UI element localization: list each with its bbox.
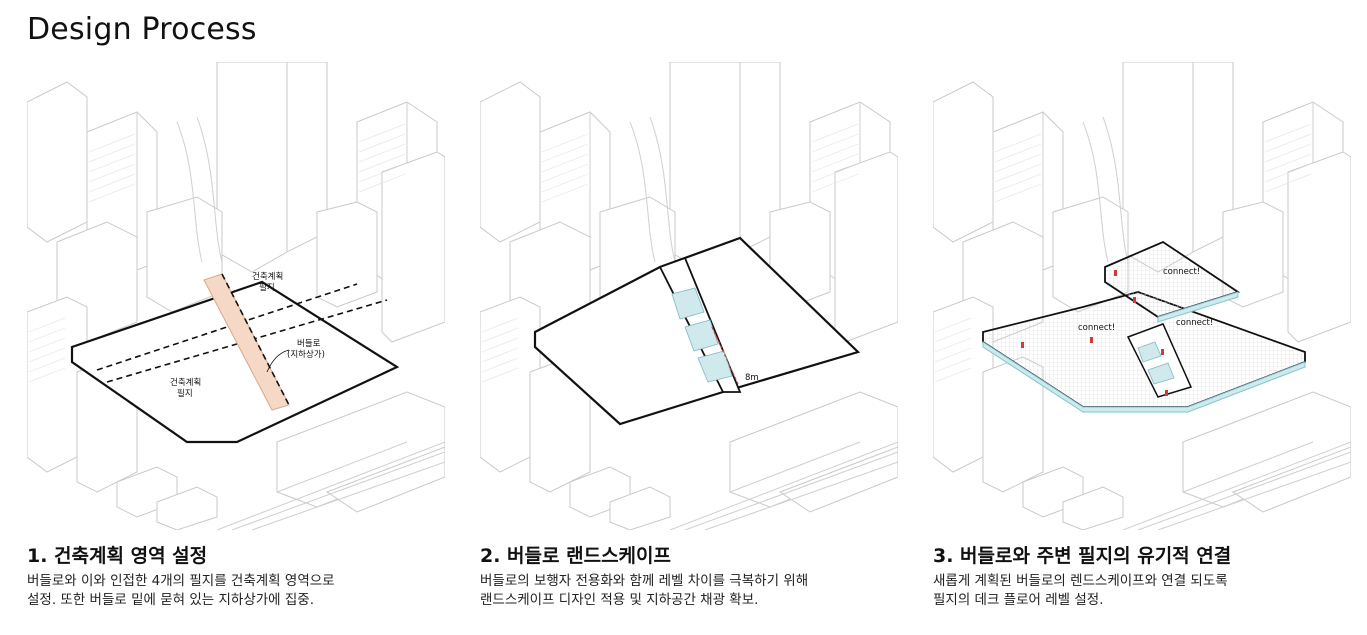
caption-body-3: 새롭게 계획된 버들로의 렌드스케이프와 연결 되도록 필지의 데크 플로어 레… (933, 572, 1228, 610)
stair-2 (684, 319, 719, 352)
label-road-2: (지하상가) (287, 349, 325, 360)
stair-1 (671, 287, 705, 320)
label-connect-c: connect! (1176, 318, 1213, 328)
label-connect-b: connect! (1078, 323, 1115, 333)
panel-3-svg: connect! connect! connect! (933, 62, 1351, 530)
page-title: Design Process (27, 12, 257, 47)
caption-body-2: 버들로의 보행자 전용화와 함께 레벨 차이를 극복하기 위해 랜드스케이프 디… (480, 572, 808, 610)
caption-1-line-1: 버들로와 이와 인접한 4개의 필지를 건축계획 영역으로 (27, 573, 335, 589)
site-outline-2 (533, 236, 861, 426)
label-plot-top-1: 건축계획 (252, 271, 283, 282)
caption-title-3: 3. 버들로와 주변 필지의 유기적 연결 (933, 545, 1232, 567)
caption-1-line-2: 설정. 또한 버들로 밑에 묻혀 있는 지하상가에 집중. (27, 592, 315, 608)
caption-3-line-1: 새롭게 계획된 버들로의 렌드스케이프와 연결 되도록 (933, 573, 1228, 589)
caption-title-1: 1. 건축계획 영역 설정 (27, 545, 208, 567)
stair-b (1147, 362, 1175, 385)
label-plot-bottom-2: 필지 (177, 388, 193, 399)
panel-3-diagram: connect! connect! connect! (933, 62, 1351, 530)
caption-body-1: 버들로와 이와 인접한 4개의 필지를 건축계획 영역으로 설정. 또한 버들로… (27, 572, 335, 610)
panel-2-diagram: 8m (480, 62, 898, 530)
deck-plots (982, 240, 1306, 413)
caption-2-line-2: 랜드스케이프 디자인 적용 및 지하공간 채광 확보. (480, 592, 759, 608)
label-plot-bottom-1: 건축계획 (170, 377, 201, 388)
caption-title-2: 2. 버들로 랜드스케이프 (480, 545, 671, 567)
svg-text:버들로(지하상가): 버들로(지하상가) (287, 338, 325, 360)
site-outline-1 (70, 273, 400, 444)
label-level: 8m (745, 373, 759, 383)
road-highlight (203, 273, 290, 411)
caption-3-line-2: 필지의 데크 플로어 레벨 설정. (933, 592, 1104, 608)
label-plot-top-2: 필지 (259, 282, 275, 293)
panel-2-svg: 8m (480, 62, 898, 530)
label-connect-a: connect! (1163, 267, 1200, 277)
stair-3 (697, 350, 733, 383)
stair-a (1137, 341, 1162, 363)
label-road-1: 버들로 (297, 338, 321, 349)
caption-2-line-1: 버들로의 보행자 전용화와 함께 레벨 차이를 극복하기 위해 (480, 573, 809, 589)
